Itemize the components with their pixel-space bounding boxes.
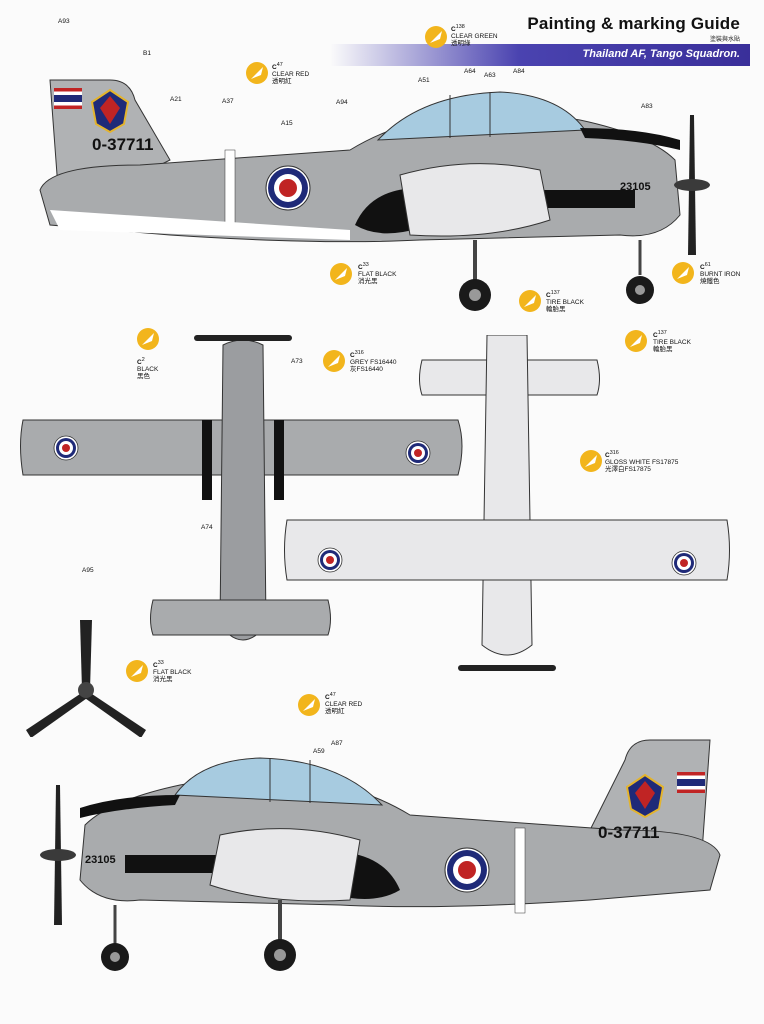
bottom-view: [284, 335, 730, 671]
paintbrush-icon: [580, 450, 602, 472]
paintbrush-icon: [425, 26, 447, 48]
propeller-side: [674, 115, 710, 255]
ref-a21: A21: [170, 96, 182, 103]
paintbrush-icon: [298, 694, 320, 716]
tail-serial: 0-37711: [92, 135, 153, 154]
nose-gear-right: [101, 905, 129, 971]
top-view: [20, 335, 463, 641]
ref-a95: A95: [82, 567, 94, 574]
tailplane-top: [150, 599, 331, 636]
paintbrush-icon: [126, 660, 148, 682]
propeller-top: [194, 335, 292, 341]
anti-glare-panel: [580, 128, 680, 150]
paintbrush-icon: [246, 62, 268, 84]
side-view-left: 0-37711 23105: [39, 79, 710, 311]
ref-a51: A51: [418, 77, 430, 84]
page-subtitle: Thailand AF, Tango Squadron.: [582, 48, 740, 60]
canopy: [376, 91, 586, 141]
propeller-detail: [26, 620, 146, 737]
paintbrush-icon: [625, 330, 647, 352]
roundel-fuselage-right: [444, 847, 490, 893]
roundel-underwing-right: [671, 550, 697, 576]
side-view-right: 0-37711 23105: [40, 739, 721, 971]
main-gear-side: [459, 240, 491, 311]
canopy-right: [174, 757, 384, 806]
squadron-badge-right: [625, 773, 665, 819]
ref-a73: A73: [291, 358, 303, 365]
tail-flag: [54, 88, 82, 109]
main-gear-right: [264, 900, 296, 971]
paintbrush-icon: [672, 262, 694, 284]
paintbrush-icon: [330, 263, 352, 285]
paintbrush-icon: [519, 290, 541, 312]
fuselage-band-right: [514, 827, 526, 914]
tail-flag-right: [677, 772, 705, 793]
ref-a59: A59: [313, 748, 325, 755]
wing-band-left: [202, 420, 212, 500]
page-title: Painting & marking Guide: [527, 14, 740, 33]
anti-glare-panel-right: [80, 795, 180, 818]
page-title-cn: 塗裝與水貼: [709, 37, 740, 43]
ref-a83: A83: [641, 103, 653, 110]
roundel-fuselage: [265, 165, 311, 211]
wing-bottom: [284, 519, 730, 581]
cowling-right: [209, 828, 361, 902]
propeller-bottom: [458, 665, 556, 671]
nose-number: 23105: [620, 181, 651, 193]
propeller-side-right: [40, 785, 76, 925]
ref-a87: A87: [331, 740, 343, 747]
roundel-wing-left: [53, 435, 79, 461]
tail-serial-right: 0-37711: [598, 823, 659, 842]
paintbrush-icon: [323, 350, 345, 372]
nose-band-right: [125, 855, 220, 873]
cowling: [399, 163, 551, 237]
ref-a93: A93: [58, 18, 70, 25]
ref-b1: B1: [143, 50, 151, 57]
nose-number-right: 23105: [85, 854, 116, 866]
squadron-badge: [90, 88, 130, 134]
nose-gear-side: [626, 240, 654, 304]
belly-white: [50, 210, 350, 240]
roundel-wing-right: [405, 440, 431, 466]
ref-a15: A15: [281, 120, 293, 127]
subtitle-banner: [330, 44, 750, 66]
ref-a74: A74: [201, 524, 213, 531]
ref-a84: A84: [513, 68, 525, 75]
paintbrush-icon: [137, 328, 159, 350]
roundel-underwing-left: [317, 547, 343, 573]
nose-band: [540, 190, 635, 208]
ref-a63: A63: [484, 72, 496, 79]
fuselage-bottom: [481, 335, 533, 656]
ref-a64: A64: [464, 68, 476, 75]
ref-a37: A37: [222, 98, 234, 105]
ref-a94: A94: [336, 99, 348, 106]
wing-band-right: [274, 420, 284, 500]
fuselage-top: [219, 339, 267, 641]
